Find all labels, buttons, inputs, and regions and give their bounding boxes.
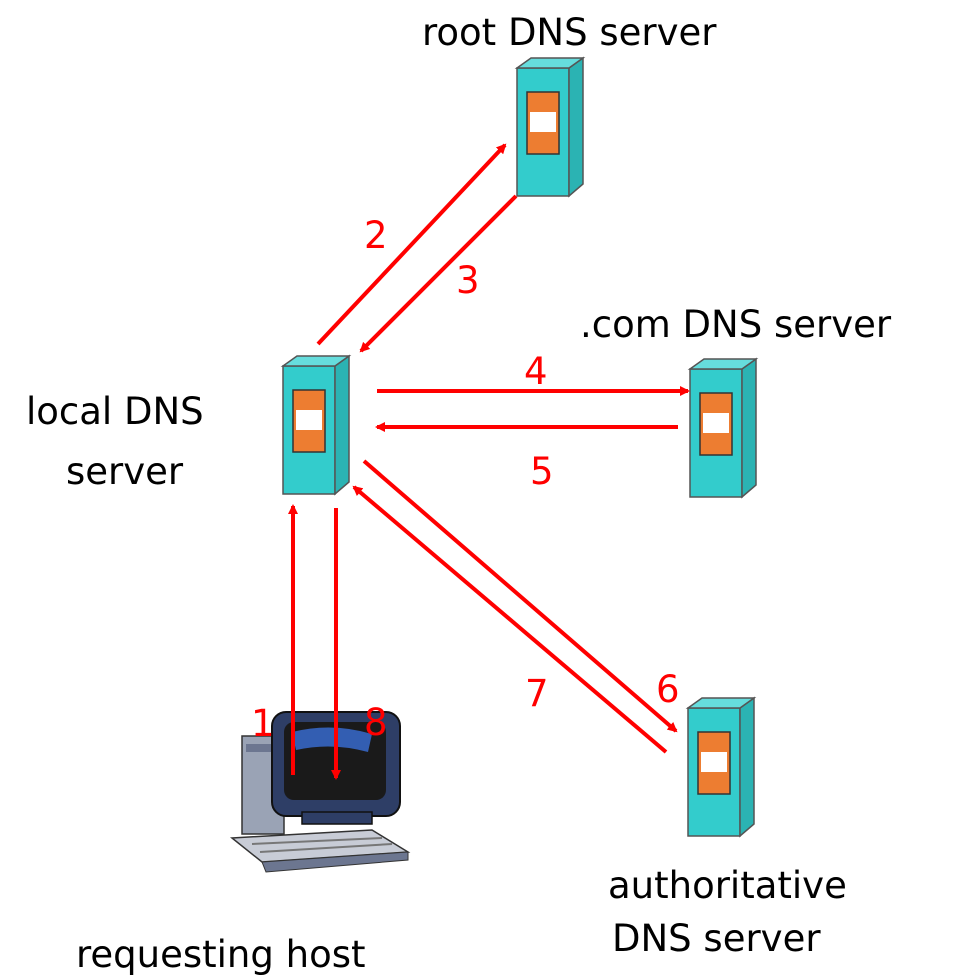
local-dns-server-label-line1: local DNS	[26, 390, 204, 433]
step-label-8: 8	[364, 701, 388, 744]
root-dns-server-label: root DNS server	[422, 11, 717, 54]
desktop-computer-icon	[230, 711, 411, 873]
local-dns-server-label-line2: server	[66, 450, 184, 493]
arrow-step-7	[352, 485, 668, 754]
arrow-step-2	[316, 143, 507, 346]
authoritative-dns-server-label-line2: DNS server	[612, 917, 821, 960]
com-dns-server-label: .com DNS server	[580, 303, 892, 346]
server-tower-icon	[689, 358, 757, 498]
step-label-4: 4	[524, 350, 548, 393]
local-dns-server	[282, 355, 350, 495]
step-label-5: 5	[530, 450, 554, 493]
server-tower-icon	[516, 57, 584, 197]
step-label-6: 6	[656, 668, 680, 711]
authoritative-dns-server	[687, 697, 755, 837]
step-label-3: 3	[456, 259, 480, 302]
step-label-1: 1	[251, 702, 275, 745]
authoritative-dns-server-label-line1: authoritative	[608, 864, 847, 907]
arrow-step-3	[359, 194, 518, 353]
step-label-2: 2	[364, 214, 388, 257]
requesting-host-label: requesting host	[76, 933, 366, 976]
com-dns-server	[689, 358, 757, 498]
arrow-step-6	[362, 459, 678, 733]
server-tower-icon	[687, 697, 755, 837]
step-label-7: 7	[525, 672, 549, 715]
root-dns-server	[516, 57, 584, 197]
requesting-host	[230, 711, 411, 873]
server-tower-icon	[282, 355, 350, 495]
